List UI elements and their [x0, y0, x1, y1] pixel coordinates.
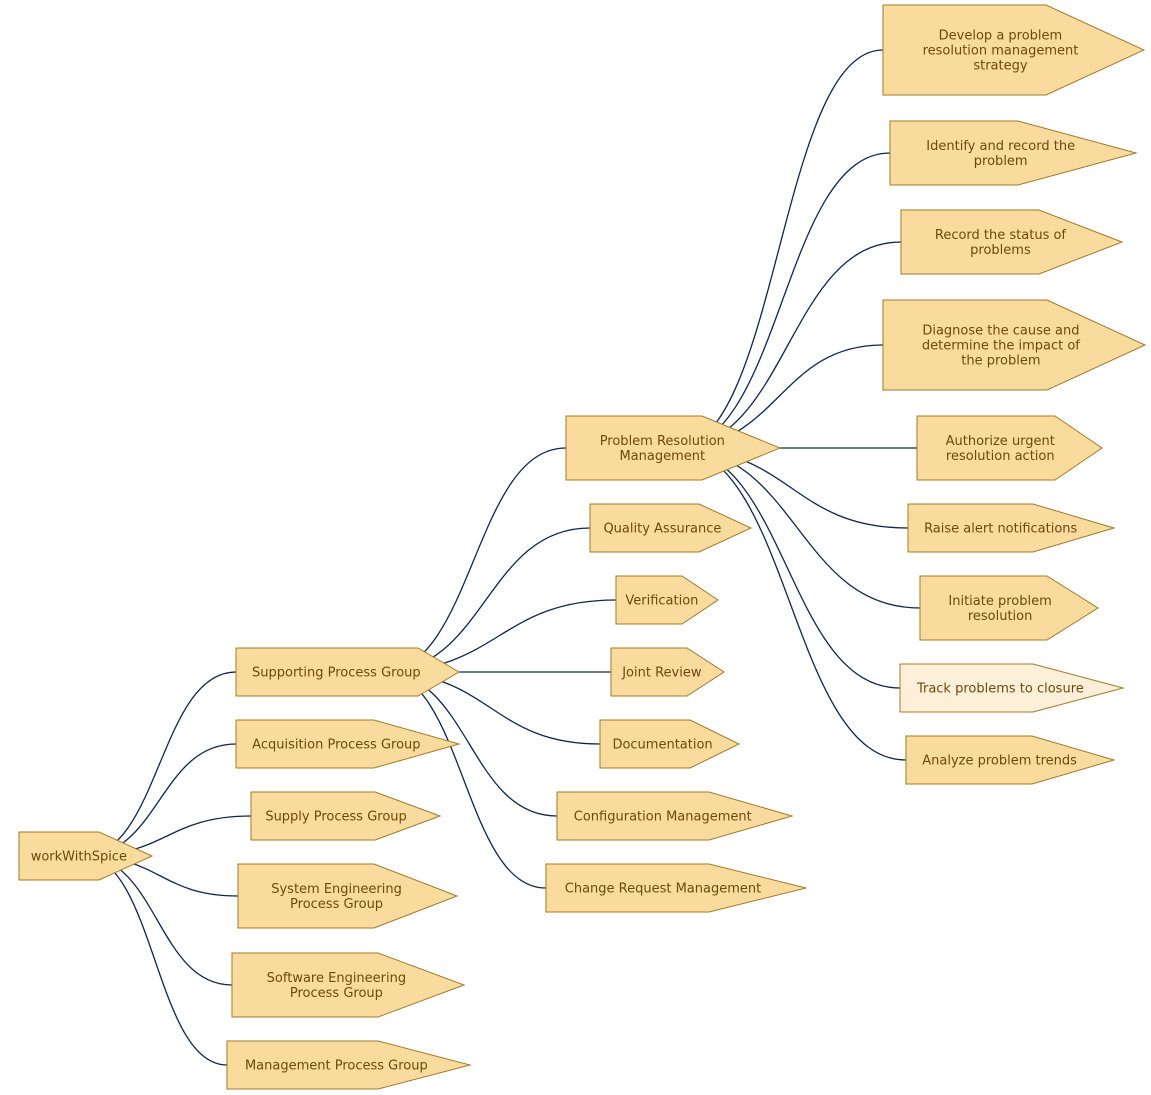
node-shape-diagnose: [882, 299, 1147, 391]
node-label-syseng-0: System Engineering: [271, 882, 402, 897]
edges-layer: [82, 49, 921, 1066]
node-label-develop-0: Develop a problem: [939, 29, 1063, 44]
node-label-diagnose-0: Diagnose the cause and: [922, 324, 1079, 339]
node-label-prm-1: Management: [619, 449, 705, 464]
node-shape-status: [900, 209, 1124, 275]
nodes-layer: workWithSpice Supporting Process GroupAcq…: [18, 4, 1147, 1090]
node-shape-verif: [615, 575, 719, 625]
edge-prm-to-develop: [674, 49, 884, 449]
node-label-crm-0: Change Request Management: [565, 882, 761, 897]
node-label-mgmt-0: Management Process Group: [245, 1059, 428, 1074]
node-label-joint-0: Joint Review: [621, 666, 702, 681]
node-label-track-0: Track problems to closure: [916, 682, 1084, 697]
node-label-supply-0: Supply Process Group: [265, 810, 406, 825]
edge-prm-to-track: [674, 447, 901, 689]
node-root[interactable]: workWithSpice: [18, 831, 154, 881]
node-label-authorize-1: resolution action: [946, 449, 1055, 464]
node-label-initiate-0: Initiate problem: [948, 594, 1051, 609]
node-label-root-0: workWithSpice: [31, 850, 127, 865]
node-label-supporting-0: Supporting Process Group: [252, 666, 421, 681]
node-shape-mgmt: [226, 1040, 472, 1090]
node-analyze[interactable]: Analyze problem trends: [905, 735, 1116, 785]
node-alert[interactable]: Raise alert notifications: [907, 503, 1116, 553]
node-shape-supporting: [235, 647, 460, 697]
node-label-initiate-1: resolution: [968, 609, 1033, 624]
node-joint[interactable]: Joint Review: [610, 647, 725, 697]
node-shape-initiate: [919, 575, 1099, 641]
node-label-alert-0: Raise alert notifications: [924, 522, 1077, 537]
node-label-analyze-0: Analyze problem trends: [922, 754, 1077, 769]
node-label-doc-0: Documentation: [612, 738, 712, 753]
node-shape-acquisition: [235, 719, 461, 769]
node-label-sweng-0: Software Engineering: [267, 971, 406, 986]
node-label-acquisition-0: Acquisition Process Group: [252, 738, 420, 753]
edge-supporting-to-prm: [381, 447, 567, 673]
node-shape-joint: [610, 647, 725, 697]
edge-root-to-supporting: [82, 671, 237, 857]
node-label-prm-0: Problem Resolution: [600, 434, 725, 449]
node-doc[interactable]: Documentation: [599, 719, 741, 769]
node-shape-track: [899, 663, 1125, 713]
node-supporting[interactable]: Supporting Process Group: [235, 647, 460, 697]
node-label-identify-0: Identify and record the: [926, 139, 1075, 154]
edge-supporting-to-crm: [381, 671, 547, 889]
node-acquisition[interactable]: Acquisition Process Group: [235, 719, 461, 769]
node-shape-prm: [565, 415, 782, 481]
node-label-diagnose-1: determine the impact of: [922, 339, 1080, 354]
edge-root-to-mgmt: [82, 855, 228, 1066]
node-shape-supply: [250, 791, 442, 841]
node-shape-doc: [599, 719, 741, 769]
node-label-qa-0: Quality Assurance: [603, 522, 721, 537]
node-label-status-0: Record the status of: [935, 228, 1067, 243]
node-supply[interactable]: Supply Process Group: [250, 791, 442, 841]
node-label-syseng-1: Process Group: [290, 897, 383, 912]
node-shape-syseng: [237, 863, 459, 929]
node-shape-analyze: [905, 735, 1116, 785]
node-label-develop-2: strategy: [973, 59, 1028, 74]
node-shape-qa: [589, 503, 753, 553]
node-label-sweng-1: Process Group: [290, 986, 383, 1001]
node-label-diagnose-2: the problem: [961, 354, 1040, 369]
node-shape-config: [556, 791, 794, 841]
node-shape-sweng: [231, 952, 466, 1018]
node-track[interactable]: Track problems to closure: [899, 663, 1125, 713]
node-shape-root: [18, 831, 154, 881]
node-shape-alert: [907, 503, 1116, 553]
node-shape-authorize: [916, 415, 1103, 481]
node-config[interactable]: Configuration Management: [556, 791, 794, 841]
node-verif[interactable]: Verification: [615, 575, 719, 625]
node-label-authorize-0: Authorize urgent: [946, 434, 1055, 449]
node-mgmt[interactable]: Management Process Group: [226, 1040, 472, 1090]
node-label-identify-1: problem: [974, 154, 1028, 169]
node-label-status-1: problems: [970, 243, 1031, 258]
node-qa[interactable]: Quality Assurance: [589, 503, 753, 553]
node-shape-identify: [889, 120, 1138, 186]
node-label-verif-0: Verification: [625, 594, 698, 609]
node-shape-develop: [882, 4, 1146, 96]
edge-prm-to-status: [674, 241, 902, 449]
edge-prm-to-identify: [674, 152, 891, 449]
node-shape-crm: [545, 863, 807, 913]
node-label-develop-1: resolution management: [923, 44, 1079, 59]
node-crm[interactable]: Change Request Management: [545, 863, 807, 913]
node-label-config-0: Configuration Management: [574, 810, 752, 825]
